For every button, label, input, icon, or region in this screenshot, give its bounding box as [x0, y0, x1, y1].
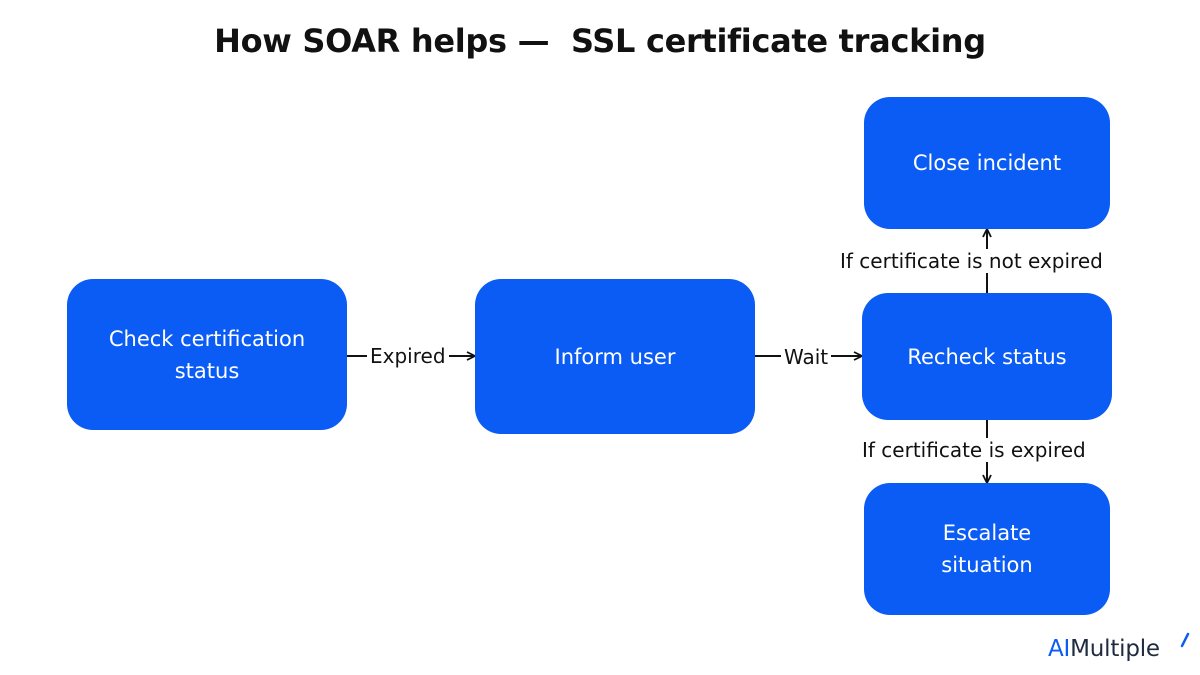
- node-recheck-label: Recheck status: [907, 344, 1067, 369]
- node-escalate-label: Escalate situation: [941, 521, 1033, 577]
- logo-accent-icon: [1180, 632, 1190, 648]
- edge-label-wait: Wait: [781, 345, 832, 369]
- node-inform-label: Inform user: [554, 344, 676, 369]
- node-check-label: Check certification status: [108, 326, 306, 383]
- node-escalate-situation: Escalate situation: [864, 483, 1110, 615]
- edge-label-is-expired: If certificate is expired: [860, 438, 1088, 462]
- node-close-incident: Close incident: [864, 97, 1110, 229]
- node-close-label: Close incident: [912, 151, 1062, 175]
- node-recheck-status: Recheck status: [862, 293, 1112, 420]
- node-inform-user: Inform user: [475, 279, 755, 434]
- aimultiple-logo: AIMultiple: [1048, 636, 1160, 662]
- logo-prefix: AI: [1048, 636, 1071, 662]
- logo-suffix: Multiple: [1070, 636, 1160, 662]
- node-check-certification-status: Check certification status: [67, 279, 347, 430]
- edge-label-not-expired: If certificate is not expired: [838, 249, 1105, 273]
- edge-label-expired: Expired: [367, 344, 449, 368]
- diagram-title: How SOAR helps — SSL certificate trackin…: [214, 22, 986, 60]
